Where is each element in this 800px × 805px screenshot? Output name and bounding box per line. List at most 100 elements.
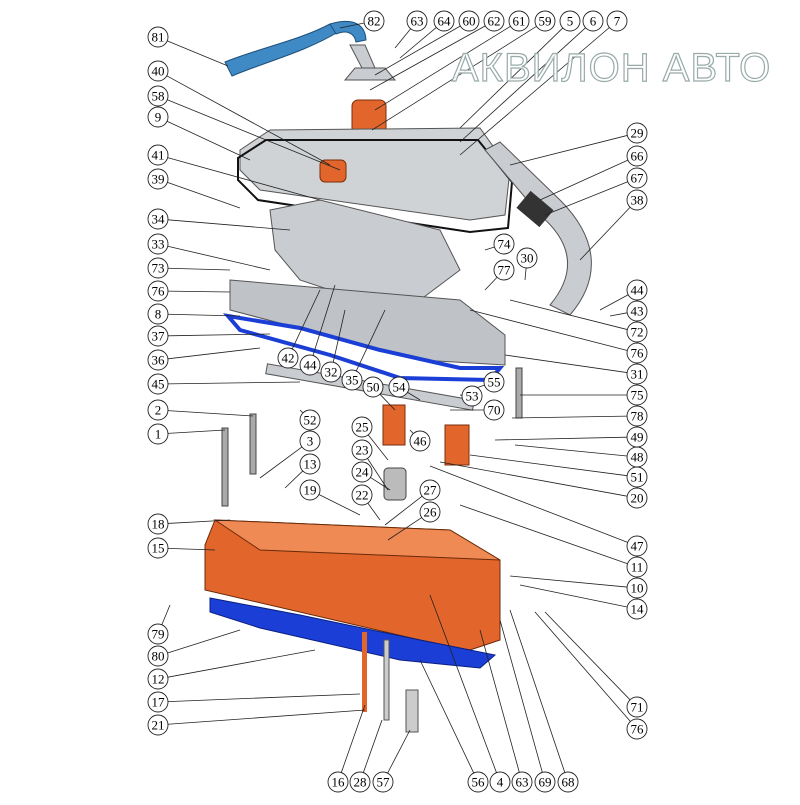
leader-line bbox=[525, 268, 526, 280]
callout-63: 63 bbox=[395, 11, 427, 48]
callout-label: 62 bbox=[488, 14, 501, 29]
callout-label: 58 bbox=[152, 89, 165, 104]
callout-label: 26 bbox=[424, 505, 438, 520]
callout-75: 75 bbox=[520, 385, 647, 405]
callout-label: 5 bbox=[567, 14, 574, 29]
leader-line bbox=[368, 503, 380, 520]
callout-label: 4 bbox=[497, 775, 504, 790]
valve-guide bbox=[406, 690, 418, 732]
callout-30: 30 bbox=[517, 248, 537, 280]
callout-label: 76 bbox=[631, 346, 645, 361]
leader-line bbox=[485, 277, 497, 290]
callout-label: 70 bbox=[488, 403, 501, 418]
callout-71: 71 bbox=[545, 612, 647, 717]
leader-line bbox=[580, 207, 630, 260]
leader-line bbox=[545, 612, 630, 700]
callout-label: 76 bbox=[631, 722, 645, 737]
callout-label: 67 bbox=[631, 171, 645, 186]
callout-label: 34 bbox=[152, 212, 166, 227]
callout-78: 78 bbox=[512, 406, 647, 426]
callout-label: 23 bbox=[356, 443, 369, 458]
valve-stem bbox=[362, 632, 367, 712]
callout-label: 44 bbox=[631, 283, 645, 298]
leader-line bbox=[168, 630, 240, 653]
leader-line bbox=[495, 437, 627, 440]
callout-label: 18 bbox=[152, 517, 165, 532]
callout-label: 49 bbox=[631, 430, 644, 445]
callout-label: 31 bbox=[631, 367, 644, 382]
callout-17: 17 bbox=[148, 692, 360, 712]
callout-label: 36 bbox=[152, 353, 166, 368]
leader-line bbox=[167, 182, 240, 208]
callout-label: 78 bbox=[631, 409, 644, 424]
callout-2: 2 bbox=[148, 400, 253, 420]
leader-line bbox=[167, 121, 250, 160]
callout-label: 11 bbox=[631, 560, 644, 575]
leader-line bbox=[512, 416, 627, 418]
leader-line bbox=[162, 605, 170, 625]
leader-line bbox=[515, 445, 627, 456]
leader-line bbox=[440, 462, 627, 496]
callout-label: 28 bbox=[354, 775, 367, 790]
stud bbox=[516, 368, 522, 418]
callout-label: 45 bbox=[152, 377, 165, 392]
leader-line bbox=[168, 246, 270, 270]
callout-21: 21 bbox=[148, 710, 365, 735]
rocker-bracket-left bbox=[383, 405, 405, 445]
callout-56: 56 bbox=[420, 660, 488, 792]
valve-spring bbox=[384, 468, 406, 500]
callout-46: 46 bbox=[410, 430, 430, 451]
callout-label: 46 bbox=[414, 434, 428, 449]
leader-line bbox=[600, 295, 628, 310]
callout-label: 33 bbox=[152, 237, 165, 252]
callout-label: 30 bbox=[521, 251, 534, 266]
leader-line bbox=[285, 471, 303, 488]
callout-label: 12 bbox=[152, 672, 165, 687]
callout-79: 79 bbox=[148, 605, 170, 644]
leader-line bbox=[260, 447, 302, 478]
callout-81: 81 bbox=[148, 27, 228, 66]
callout-label: 72 bbox=[631, 325, 644, 340]
callout-38: 38 bbox=[580, 190, 647, 260]
callout-label: 13 bbox=[304, 457, 317, 472]
breather-elbow bbox=[330, 21, 366, 42]
leader-line bbox=[168, 268, 230, 270]
callout-20: 20 bbox=[440, 462, 647, 508]
callout-label: 74 bbox=[498, 237, 512, 252]
callout-label: 50 bbox=[367, 380, 380, 395]
callout-label: 71 bbox=[631, 700, 644, 715]
bolt-2 bbox=[250, 414, 256, 474]
callout-label: 17 bbox=[152, 695, 166, 710]
callout-43: 43 bbox=[610, 301, 647, 321]
callout-label: 38 bbox=[631, 193, 644, 208]
callout-label: 69 bbox=[539, 775, 552, 790]
callout-label: 21 bbox=[152, 718, 165, 733]
callout-label: 81 bbox=[152, 30, 165, 45]
rocker-bracket-right bbox=[445, 425, 469, 465]
leader-line bbox=[540, 160, 628, 200]
callout-label: 10 bbox=[631, 581, 644, 596]
callout-69: 69 bbox=[500, 620, 555, 792]
callout-label: 15 bbox=[152, 541, 165, 556]
leader-line bbox=[168, 291, 230, 292]
leader-line bbox=[168, 348, 260, 359]
leader-line bbox=[485, 247, 494, 250]
callout-22: 22 bbox=[352, 485, 380, 520]
callout-label: 82 bbox=[368, 14, 381, 29]
leader-line bbox=[388, 730, 410, 773]
callout-label: 60 bbox=[463, 14, 476, 29]
leader-line bbox=[480, 630, 519, 772]
callout-label: 76 bbox=[152, 284, 166, 299]
callout-label: 61 bbox=[513, 14, 526, 29]
callout-68: 68 bbox=[510, 610, 578, 792]
callout-label: 22 bbox=[356, 488, 369, 503]
callout-label: 55 bbox=[488, 375, 501, 390]
breather-hose bbox=[225, 24, 338, 76]
callout-39: 39 bbox=[148, 169, 240, 208]
callout-label: 54 bbox=[393, 380, 407, 395]
callout-label: 40 bbox=[152, 64, 165, 79]
callout-label: 41 bbox=[152, 148, 165, 163]
leader-line bbox=[341, 705, 365, 773]
leader-line bbox=[430, 466, 628, 542]
